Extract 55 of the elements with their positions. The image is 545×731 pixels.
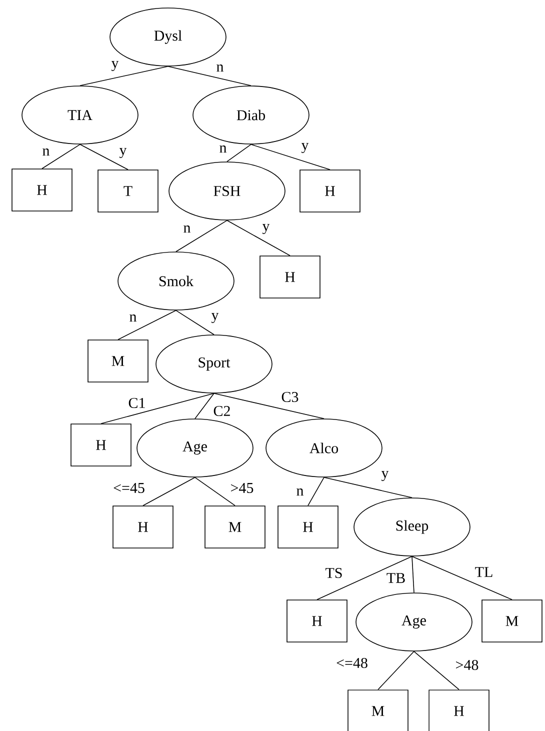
leaf-box: T (98, 170, 158, 212)
branch-line (168, 66, 252, 86)
edge-label: >48 (454, 658, 480, 672)
branch-line (414, 651, 460, 690)
edge-label: y (300, 142, 310, 154)
edge-label: >45 (229, 482, 255, 494)
leaf-box: H (12, 168, 72, 212)
edge-label: n (128, 313, 138, 323)
leaf-box: H (286, 600, 348, 642)
leaf-box: M (482, 600, 542, 642)
leaf-box: H (428, 690, 490, 731)
branch-line (142, 477, 196, 506)
branch-line (80, 144, 128, 170)
edge-label: TS (324, 566, 344, 580)
edge-label: n (41, 147, 51, 157)
edge-label: C2 (212, 404, 232, 418)
branch-line (42, 144, 80, 169)
edge-label: C3 (280, 390, 300, 404)
branch-line (226, 144, 252, 162)
leaf-box: M (88, 340, 148, 382)
branch-line (250, 144, 330, 170)
branch-line (308, 477, 324, 506)
leaf-box: M (204, 506, 266, 548)
leaf-box: M (348, 690, 408, 731)
edge-label: y (118, 146, 128, 160)
leaf-box: H (260, 256, 320, 298)
branch-line (176, 310, 214, 335)
branch-line (378, 651, 414, 690)
leaf-box: H (112, 506, 174, 548)
branch-line (100, 393, 214, 424)
branch-line (214, 393, 324, 419)
edge-label: n (218, 144, 228, 154)
branch-line (412, 556, 414, 593)
leaf-box: H (70, 424, 132, 466)
edge-label: <=48 (335, 656, 369, 670)
branch-line (118, 310, 176, 340)
leaf-box: H (278, 506, 338, 548)
branch-line (226, 220, 290, 256)
edge-label: y (380, 470, 390, 482)
branch-line (194, 477, 236, 506)
edge-label: TL (474, 566, 494, 578)
edge-label: y (210, 312, 220, 324)
branch-line (324, 477, 412, 498)
edge-label: n (182, 224, 192, 234)
edge-label: n (295, 487, 305, 497)
branch-line (194, 393, 214, 419)
leaf-box: H (300, 170, 360, 212)
edge-label: TB (385, 572, 407, 584)
edge-label: <=45 (112, 482, 146, 494)
branch-line (176, 220, 228, 252)
edge-label: C1 (127, 396, 147, 410)
branch-line (316, 556, 412, 600)
branch-line (412, 556, 512, 600)
branch-line (80, 66, 168, 86)
edge-label: y (261, 222, 271, 236)
